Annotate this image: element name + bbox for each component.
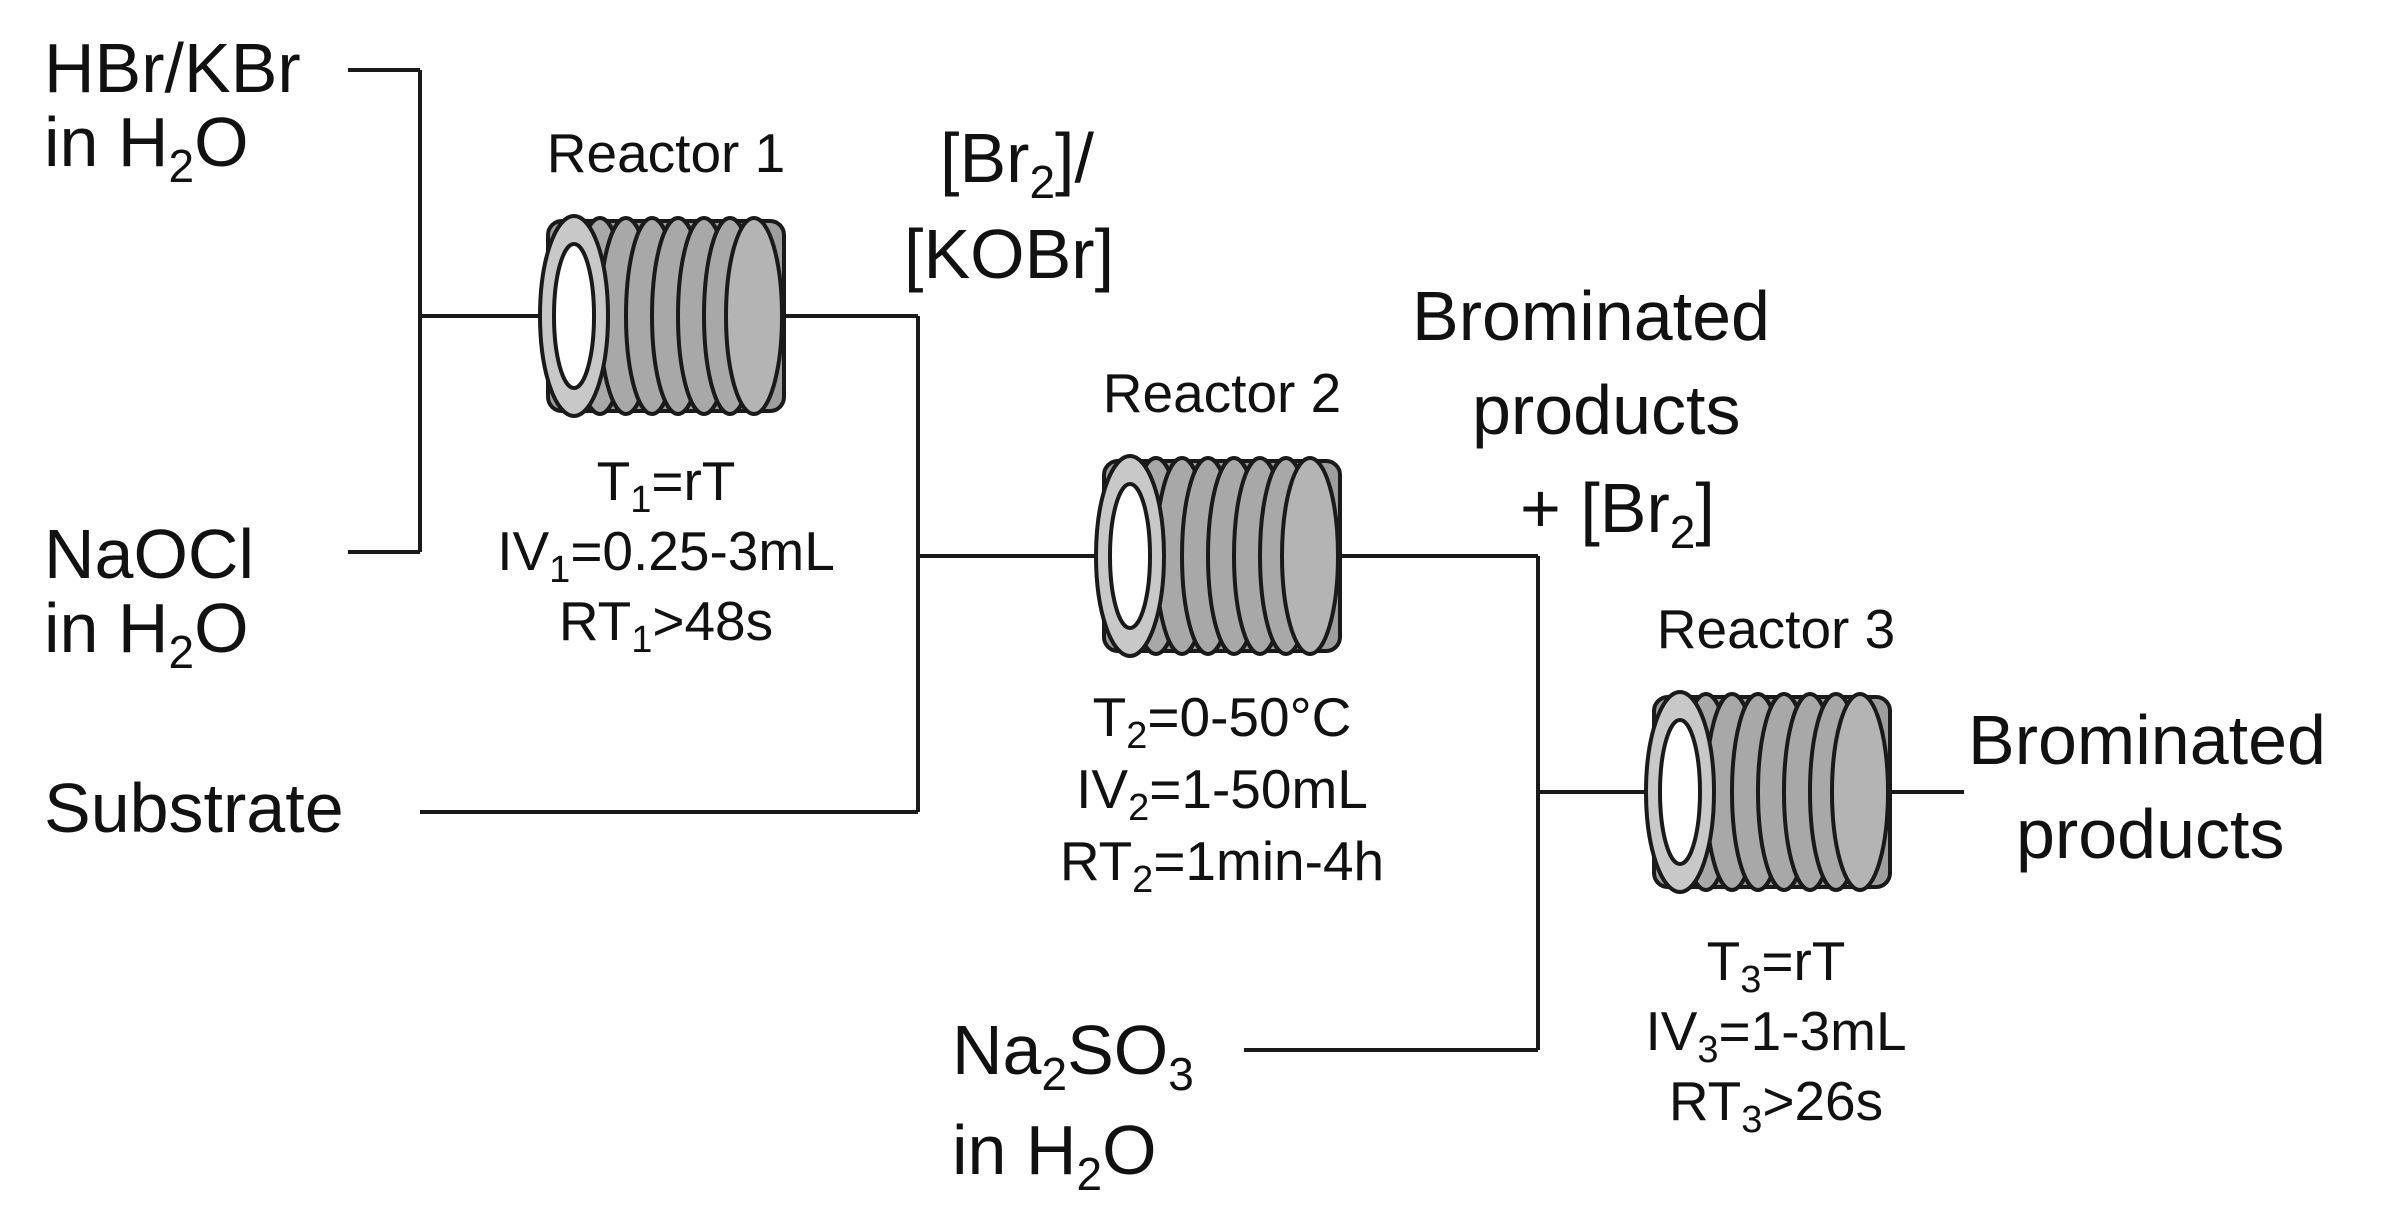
reactor-3-coil-icon xyxy=(1644,690,1892,894)
hbr-label-line1: HBr/KBr xyxy=(44,29,301,107)
reactor-1-coil-icon xyxy=(538,214,786,418)
reactor-3-residence-time: RT3>26s xyxy=(1669,1070,1883,1141)
reactor-3-volume: IV3=1-3mL xyxy=(1645,1000,1906,1071)
intermediate1-line2: [KOBr] xyxy=(904,215,1114,293)
reactor-3-labels: Reactor 3 T3=rT IV3=1-3mL RT3>26s xyxy=(1645,598,1906,1141)
reactor-3-title: Reactor 3 xyxy=(1657,598,1895,660)
reactor-2-coil-icon xyxy=(1094,454,1342,658)
intermediate1-line1: [Br2]/ xyxy=(940,119,1094,208)
naocl-label-line2: in H2O xyxy=(44,589,249,678)
output-brominated-products: Brominated products xyxy=(1968,701,2326,873)
reactor-2-title: Reactor 2 xyxy=(1103,362,1341,424)
intermediate2-line1: Brominated xyxy=(1412,277,1770,355)
reactor-1-temperature: T1=rT xyxy=(597,450,736,521)
input-naocl: NaOCl in H2O xyxy=(44,515,254,678)
substrate-label: Substrate xyxy=(44,769,344,847)
na2so3-label-line2: in H2O xyxy=(952,1111,1157,1200)
intermediate-br2-kobr: [Br2]/ [KOBr] xyxy=(904,119,1114,293)
reactor-1-residence-time: RT1>48s xyxy=(559,590,773,661)
reactor-2-residence-time: RT2=1min-4h xyxy=(1060,830,1384,901)
intermediate2-line2: products xyxy=(1472,371,1740,449)
input-na2so3: Na2SO3 in H2O xyxy=(952,1011,1194,1200)
input-hbr-kbr: HBr/KBr in H2O xyxy=(44,29,301,192)
output-line1: Brominated xyxy=(1968,701,2326,779)
reactor-1-labels: Reactor 1 T1=rT IV1=0.25-3mL RT1>48s xyxy=(497,122,835,661)
reactor-2-labels: Reactor 2 T2=0-50°C IV2=1-50mL RT2=1min-… xyxy=(1060,362,1384,901)
reactor-2-volume: IV2=1-50mL xyxy=(1076,758,1368,829)
reactor-2-temperature: T2=0-50°C xyxy=(1093,686,1352,757)
reactor-1-title: Reactor 1 xyxy=(547,122,785,184)
intermediate2-line3: + [Br2] xyxy=(1520,469,1715,558)
naocl-label-line1: NaOCl xyxy=(44,515,254,593)
wires xyxy=(348,68,1964,1052)
reactor-1-volume: IV1=0.25-3mL xyxy=(497,520,835,591)
intermediate-brominated-plus-br2: Brominated products + [Br2] xyxy=(1412,277,1770,558)
hbr-label-line2: in H2O xyxy=(44,103,249,192)
reactor-3-temperature: T3=rT xyxy=(1707,930,1846,1001)
output-line2: products xyxy=(2016,795,2284,873)
na2so3-label-line1: Na2SO3 xyxy=(952,1011,1194,1100)
